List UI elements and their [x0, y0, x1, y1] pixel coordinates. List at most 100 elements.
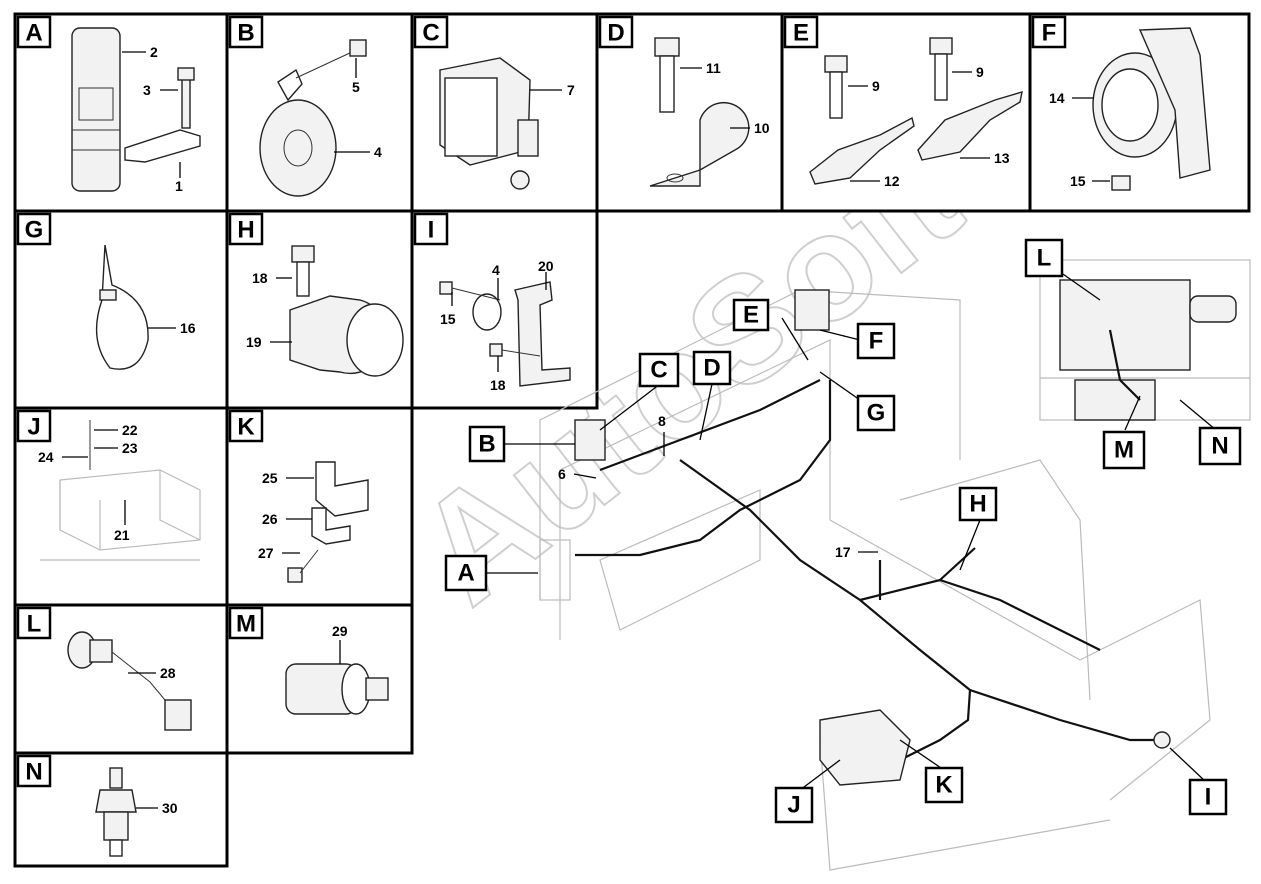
svg-text:B: B [478, 431, 495, 458]
part-number: 14 [1049, 90, 1065, 106]
wiring-harness [575, 380, 832, 557]
panel-c-label: C [422, 20, 439, 47]
part-number: 16 [180, 320, 196, 336]
callout-b: B [468, 425, 506, 463]
panel-l: L 28 [13, 603, 229, 755]
panel-b: B 5 4 [225, 12, 414, 213]
part-number: 5 [352, 79, 360, 95]
bracket-icon [315, 461, 369, 517]
part-number: 3 [143, 82, 151, 98]
panel-g: G 16 [13, 209, 229, 410]
part-number: 18 [252, 270, 268, 286]
panel-b-label: B [237, 20, 254, 47]
callout-k: K [924, 766, 964, 804]
beacon-assembly-icon [794, 289, 830, 331]
horn-icon [259, 99, 337, 197]
panel-n: N 30 [13, 751, 229, 868]
part-number: 7 [567, 82, 575, 98]
panel-h: H 18 19 [225, 209, 414, 410]
panel-d-label: D [607, 20, 624, 47]
panel-m-label: M [236, 611, 256, 638]
connector-icon [164, 699, 192, 731]
bolt-icon [824, 55, 848, 73]
bolt-icon [181, 77, 191, 129]
part-number: 18 [490, 377, 506, 393]
svg-text:J: J [787, 792, 800, 819]
bracket-icon [311, 507, 351, 545]
panel-g-label: G [25, 217, 44, 244]
engine-icon [1059, 279, 1191, 371]
bracket-icon [514, 281, 571, 387]
callout-c: C [638, 352, 680, 388]
svg-text:A: A [457, 560, 474, 587]
part-number: 22 [122, 422, 138, 438]
callout-d: D [692, 350, 732, 386]
part-number: 23 [122, 440, 138, 456]
panel-f-label: F [1042, 20, 1057, 47]
part-number: 9 [872, 78, 880, 94]
svg-text:M: M [1114, 437, 1134, 464]
callout-g: G [856, 394, 896, 432]
bolt-icon [929, 37, 953, 55]
part-number: 30 [162, 800, 178, 816]
part-number: 21 [114, 527, 130, 543]
part-number: 24 [38, 449, 54, 465]
screw-icon [1111, 175, 1131, 191]
part-number: 15 [1070, 173, 1086, 189]
part-number: 17 [835, 544, 851, 560]
part-number: 2 [150, 44, 158, 60]
part-number: 29 [332, 623, 348, 639]
part-number: 10 [754, 120, 770, 136]
panel-a-label: A [25, 20, 42, 47]
panel-m: M 29 [225, 603, 414, 755]
panel-a-tag [16, 15, 52, 49]
part-number: 15 [440, 311, 456, 327]
part-number: 28 [160, 665, 176, 681]
switch-icon [1153, 731, 1171, 749]
part-number: 4 [492, 262, 500, 278]
main-assembly-view: 6 8 17 A B C [444, 238, 1251, 871]
panel-i: I 4 20 15 18 [410, 209, 599, 410]
panel-c: C 7 [410, 12, 599, 213]
part-number: 9 [976, 64, 984, 80]
panel-k: K 25 26 27 [225, 406, 414, 607]
battery-box-icon [819, 709, 911, 786]
panel-d: D 11 10 [595, 12, 784, 213]
panel-a: A 2 3 1 [13, 12, 229, 213]
bracket-icon [1138, 27, 1211, 179]
part-number: 19 [246, 334, 262, 350]
panel-l-label: L [27, 611, 42, 638]
p-clamp-icon [649, 101, 750, 187]
part-number: 27 [258, 545, 274, 561]
svg-text:K: K [935, 772, 953, 799]
screw-icon [349, 39, 367, 57]
svg-text:G: G [867, 400, 886, 427]
part-number: 26 [262, 511, 278, 527]
callout-m: M [1102, 430, 1146, 470]
horn-assembly-icon [574, 419, 606, 461]
svg-text:N: N [1211, 433, 1228, 460]
svg-text:H: H [969, 491, 986, 518]
svg-text:D: D [703, 355, 720, 382]
callout-f: F [856, 322, 896, 360]
svg-text:I: I [1205, 784, 1212, 811]
part-number: 6 [558, 466, 566, 482]
svg-text:L: L [1037, 245, 1052, 272]
panel-i-label: I [428, 217, 435, 244]
bracket-icon [809, 116, 915, 185]
svg-text:C: C [650, 357, 667, 384]
part-number: 4 [374, 144, 382, 160]
panel-e: E 9 9 12 13 [780, 12, 1032, 213]
panel-k-label: K [237, 414, 255, 441]
panel-j: J 22 23 24 21 [13, 406, 229, 607]
svg-text:E: E [743, 302, 759, 329]
part-number: 8 [658, 413, 666, 429]
callout-l: L [1024, 238, 1064, 278]
cable-tie-icon [95, 244, 149, 370]
bolt-icon [291, 245, 315, 263]
bracket-icon [124, 129, 201, 163]
part-number: 25 [262, 470, 278, 486]
panel-j-label: J [27, 414, 40, 441]
callout-i: I [1188, 778, 1228, 816]
